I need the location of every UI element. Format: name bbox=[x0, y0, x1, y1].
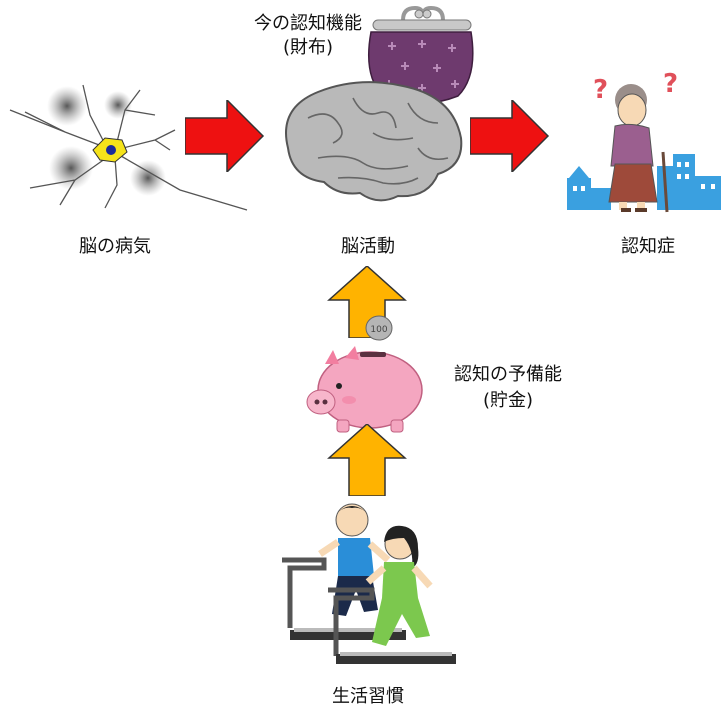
svg-text:?: ? bbox=[663, 70, 678, 99]
brain-icon bbox=[278, 78, 464, 208]
dementia-label: 認知症 bbox=[621, 236, 675, 257]
piggy-bank-icon bbox=[305, 342, 425, 437]
red-arrow-icon bbox=[470, 100, 550, 172]
brain-disease-label: 脳の病気 bbox=[79, 236, 151, 257]
brain-activity-label: 脳活動 bbox=[341, 236, 395, 257]
svg-text:?: ? bbox=[593, 75, 608, 105]
reserve-line1: 認知の予備能 bbox=[454, 364, 562, 385]
current-function-line2: (財布) bbox=[282, 37, 334, 58]
reserve-label: 認知の予備能 (貯金) bbox=[438, 362, 578, 414]
reserve-line2: (貯金) bbox=[482, 390, 534, 411]
elderly-woman-icon: ? ? bbox=[565, 70, 723, 220]
treadmill-runners-icon bbox=[280, 498, 460, 668]
neuron-icon bbox=[5, 70, 250, 215]
current-function-label: 今の認知機能 (財布) bbox=[243, 12, 373, 60]
current-function-line1: 今の認知機能 bbox=[254, 13, 362, 34]
svg-text:100: 100 bbox=[370, 325, 387, 335]
coin-icon: 100 bbox=[365, 315, 393, 341]
red-arrow-icon bbox=[185, 100, 265, 172]
lifestyle-label: 生活習慣 bbox=[332, 686, 404, 707]
orange-arrow-icon bbox=[327, 424, 407, 496]
